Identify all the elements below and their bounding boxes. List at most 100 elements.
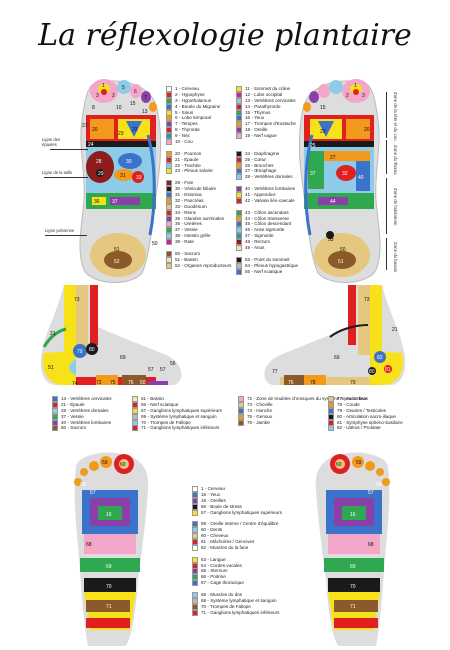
legend-swatch (236, 162, 242, 169)
legend-swatch (166, 203, 172, 210)
legend-item: 37 - Vessie (52, 413, 118, 420)
legend-label: 32 - Pancréas (175, 197, 204, 203)
left-foot-top-map: 60 59 58 57 16 68 69 70 71 (74, 452, 149, 646)
legend-swatch (328, 425, 334, 432)
legend-item: 21 - Épaule (52, 401, 118, 408)
legend-label: 18 - Oreilles (201, 497, 226, 503)
map-number: 27 (330, 155, 336, 161)
legend-item: 81 - Symphyse sphéno-basilaire (328, 419, 418, 426)
legend-swatch (236, 221, 242, 228)
legend-label: 8 - Thyroïde (175, 127, 200, 133)
map-number: 71 (106, 604, 112, 610)
legend-swatch (236, 109, 242, 116)
legend-swatch (192, 591, 198, 598)
legend-item: 67 - Cage thoracique (192, 580, 310, 587)
legend-swatch (192, 503, 198, 510)
legend-label: 37 - Vessie (61, 413, 84, 419)
legend-item: 28 - Vertèbres dorsales (52, 407, 118, 414)
legend-label: 58 - Boule de stress (201, 503, 242, 509)
legend-swatch (132, 419, 138, 426)
legend-label: 80 - Articulation sacro-iliaque (337, 413, 396, 419)
legend-item: 11 - Sommet du crâne (236, 85, 306, 92)
legend-swatch (238, 407, 244, 414)
map-number: 3 (96, 93, 99, 99)
legend-item: 56 - Nerf sciatique (132, 401, 232, 408)
legend-swatch (236, 91, 242, 98)
legend-swatch (328, 419, 334, 426)
map-number: 13 (142, 109, 148, 115)
map-number: 10 (116, 105, 122, 111)
legend-swatch (236, 115, 242, 122)
legend-swatch (166, 133, 172, 140)
legend-item: 14 - Parathyroïde (236, 103, 306, 110)
legend-item: 71 - Ganglions lymphatiques inférieurs (132, 425, 232, 432)
map-number: 3 (362, 93, 365, 99)
legend-label: 36 - Uretères (175, 221, 202, 227)
legend-label: 45 - Côlon descendant (245, 221, 292, 227)
legend-label: 13 - Vertèbres cervicales (61, 396, 112, 401)
map-number: 30 (126, 159, 132, 165)
legend-swatch (238, 413, 244, 420)
zone-abdomen-label: Zone de l'abdomen (393, 188, 398, 226)
legend-label: 37 - Vessie (175, 227, 198, 233)
legend-item: 66 - Poitrine (192, 574, 310, 581)
map-number: 51 (48, 365, 54, 371)
map-number: 21 (50, 331, 56, 337)
zone-pelvis-label: Zone du bassin (393, 242, 398, 273)
legend-item: 69 - Système lymphatique et sanguin (192, 597, 310, 604)
map-number: 80 (369, 369, 375, 375)
legend-label: 60 - Dents (201, 527, 223, 533)
legend-item: 31 - Estomac (166, 191, 234, 198)
map-number: 37 (310, 171, 316, 177)
legend-swatch (166, 150, 172, 157)
legend-swatch (132, 395, 138, 402)
legend-label: 76 - Jambe (247, 419, 270, 425)
map-number: 20 (92, 127, 98, 133)
legend-item: 78 - Coude (328, 401, 418, 408)
legend-swatch (236, 268, 242, 275)
legend-swatch (166, 191, 172, 198)
legend-swatch (166, 221, 172, 228)
legend-item: 48 - Rectum (236, 239, 306, 246)
map-number: 23 (320, 129, 326, 135)
legend-swatch (166, 256, 172, 263)
legend-item: 12 - Lobe occipital (236, 91, 306, 98)
legend-swatch (166, 233, 172, 240)
legend-swatch (238, 395, 244, 402)
legend-item: 74 - Hanche (238, 407, 326, 414)
legend-swatch (52, 419, 58, 426)
map-number: 1 (102, 83, 105, 89)
map-number: 57 (90, 490, 96, 496)
legend-item: 54 - Plexus hypogastrique (236, 262, 306, 269)
legend-item: 40 - Vertèbres lombaires (52, 419, 118, 426)
legend-label: 40 - Vertèbres lombaires (61, 419, 112, 425)
left-sole-map: 1 2 3 5 6 7 8 10 13 15 20 21 22 23 24 28… (79, 79, 162, 283)
legend-label: 48 - Rectum (245, 239, 271, 245)
legend-label: 55 - Nerf sciatique (245, 268, 283, 274)
map-number: 52 (114, 259, 120, 265)
legend-item: 35 - Glandes surrénales (166, 215, 234, 222)
map-number: 8 (92, 105, 95, 111)
legend-item: 42 - Valvule iléo-caecale (236, 197, 306, 204)
map-number: 16 (350, 512, 356, 518)
legend-label: 70 - Trompes de Fallope (141, 419, 191, 425)
map-number: 73 (74, 297, 80, 303)
zone-head-bracket (386, 92, 387, 138)
legend-swatch (236, 85, 242, 92)
legend-item: 80 - Articulation sacro-iliaque (328, 413, 418, 420)
legend-swatch (236, 256, 242, 263)
legend-label: 26 - Bronches (245, 162, 274, 168)
legend-item: 72 - Zone de troubles chroniques du syst… (238, 395, 367, 402)
legend-item: 13 - Vertèbres cervicales (236, 97, 306, 104)
map-number: 59 (102, 460, 108, 466)
legend-swatch (52, 407, 58, 414)
legend-label: 30 - Vésicule biliaire (175, 186, 217, 192)
map-number: 40 (358, 175, 364, 181)
legend-label: 14 - Parathyroïde (245, 103, 281, 109)
legend-swatch (192, 603, 198, 610)
legend-swatch (236, 197, 242, 204)
zone-thorax-label: Zone du thorax (393, 145, 398, 175)
legend-swatch (192, 609, 198, 616)
